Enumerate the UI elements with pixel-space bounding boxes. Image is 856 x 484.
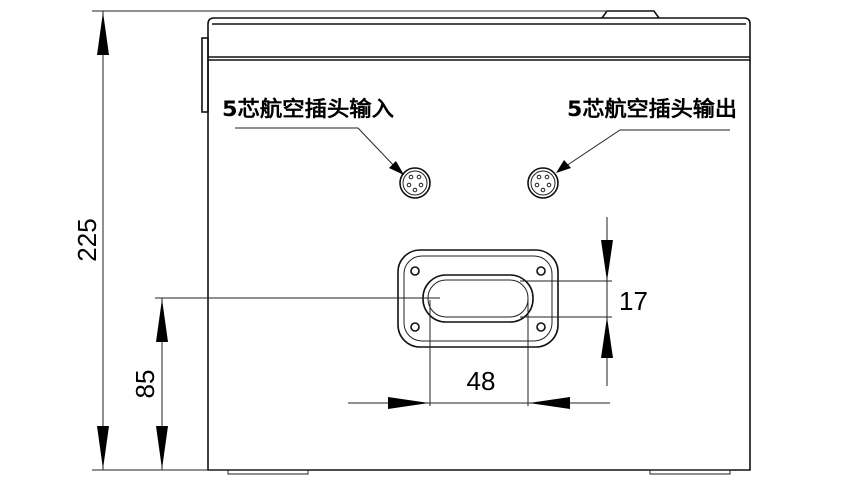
input-connector-label: 5芯航空插头输入 xyxy=(222,97,394,121)
input-connector xyxy=(399,167,431,199)
foot-left xyxy=(227,469,309,475)
output-connector xyxy=(527,167,559,199)
handle-center-height-value: 85 xyxy=(130,370,160,399)
dimension-overall-height: 225 xyxy=(72,10,606,471)
lid-button xyxy=(601,10,660,19)
output-leader-arrow xyxy=(556,160,571,173)
dimension-slot-height: 17 xyxy=(520,217,648,386)
overall-height-value: 225 xyxy=(72,218,102,261)
output-connector-label: 5芯航空插头输出 xyxy=(567,97,737,121)
dimension-slot-width: 48 xyxy=(348,300,610,409)
output-leader-line xyxy=(565,129,730,167)
lid xyxy=(207,17,751,61)
foot-right xyxy=(649,469,731,475)
enclosure xyxy=(201,10,751,475)
slot-height-value: 17 xyxy=(619,286,648,316)
dimension-handle-center-height: 85 xyxy=(130,297,440,470)
side-latch xyxy=(201,37,209,113)
input-leader-line xyxy=(235,127,397,169)
slot-width-value: 48 xyxy=(467,366,496,396)
enclosure-body xyxy=(207,60,751,471)
input-leader-arrow xyxy=(389,161,404,175)
